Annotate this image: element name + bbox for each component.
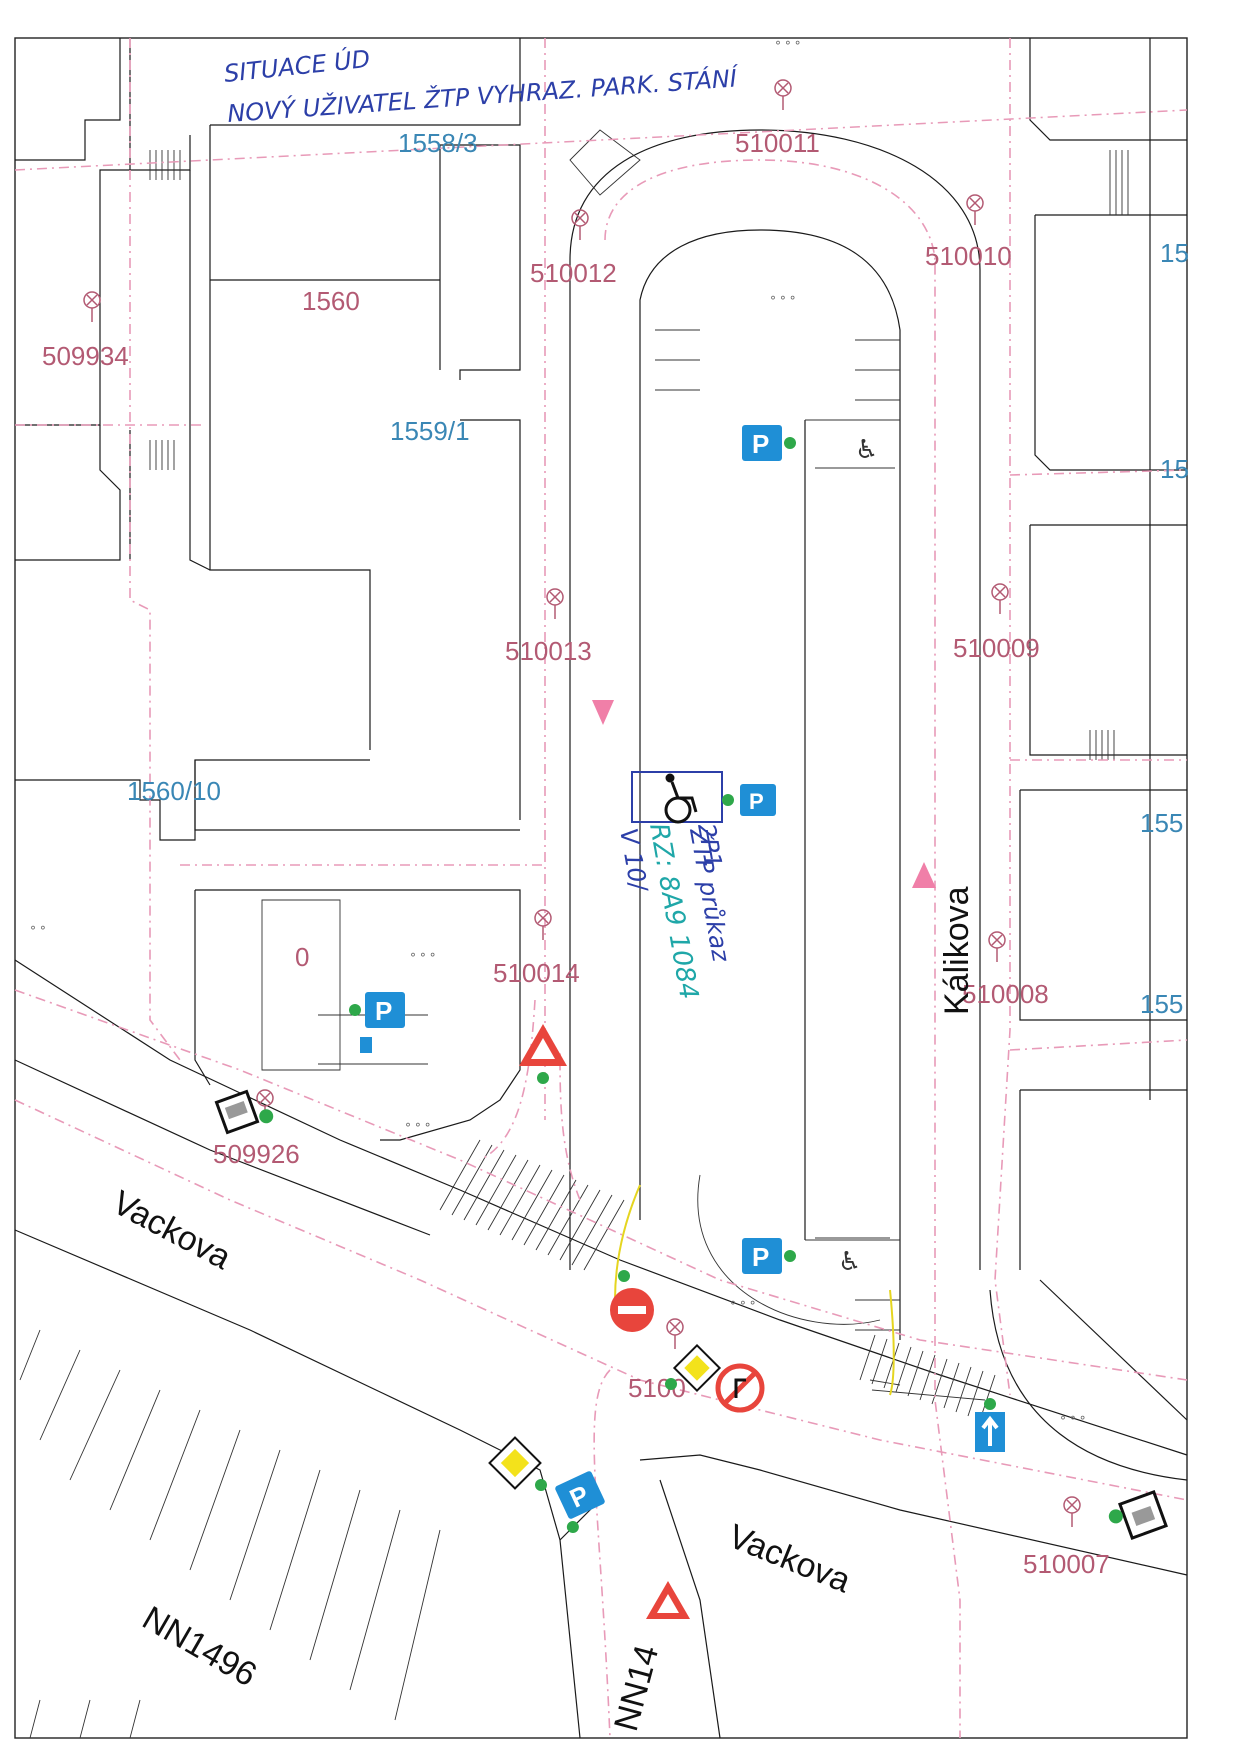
point-label-510008: 510008 — [962, 979, 1049, 1009]
point-label-510011: 510011 — [735, 128, 820, 158]
parking-sign-icon: P — [742, 425, 796, 461]
svg-text:P: P — [375, 996, 392, 1026]
parcel-label-0: 0 — [295, 942, 309, 972]
parking-sign-icon: P — [742, 1238, 796, 1274]
parcel-label-1558-3: 1558/3 — [398, 128, 478, 158]
street-label-vackova-1: Vackova — [106, 1184, 237, 1278]
no-entry-sign-icon — [610, 1270, 654, 1332]
parking-bay-line — [815, 467, 895, 1239]
svg-text:° ° °: ° ° ° — [410, 951, 436, 965]
parcel-label-155-b: 155 — [1140, 989, 1183, 1019]
parcel-label-1560-10: 1560/10 — [127, 776, 221, 806]
parcel-label-155-a: 155 — [1140, 808, 1183, 838]
street-label-nn1496-a: NN1496 — [136, 1599, 263, 1694]
svg-text:° ° °: ° ° ° — [730, 1299, 756, 1313]
crosswalk-vackova — [439, 1139, 625, 1271]
parking-sign-icon: P — [722, 784, 776, 816]
point-label-510010: 510010 — [925, 241, 1012, 271]
point-label-510009: 510009 — [953, 633, 1040, 663]
priority-road-sign-icon — [665, 1343, 722, 1393]
accessibility-marking-icon: ♿ — [838, 1247, 861, 1277]
zone-sign-icon — [1108, 1490, 1168, 1540]
svg-text:P: P — [752, 1242, 769, 1272]
svg-text:° ° °: ° ° ° — [775, 39, 801, 53]
point-label-510012: 510012 — [530, 258, 617, 288]
survey-point-markers — [83, 79, 1081, 1527]
point-label-509934: 509934 — [42, 341, 129, 371]
parcel-label-15-a: 15 — [1160, 238, 1189, 268]
accessibility-marking-icon: ♿ — [855, 435, 878, 465]
one-way-sign-icon — [975, 1398, 1005, 1452]
point-label-509926: 509926 — [213, 1139, 300, 1169]
priority-road-sign-icon — [488, 1436, 547, 1491]
point-label-510007: 510007 — [1023, 1549, 1110, 1579]
point-label-510013: 510013 — [505, 636, 592, 666]
wheelchair-icon — [664, 773, 698, 824]
arrow-up-icon — [912, 862, 936, 888]
street-label-kalikova: Kálikova — [938, 886, 976, 1015]
small-wheelchair-icon — [360, 1037, 372, 1053]
no-turn-sign-icon — [715, 1363, 765, 1413]
parking-sign-icon: P — [555, 1471, 605, 1534]
map-small-symbols: ° ° ° ° ° ° ° ° ° ° ° ° ° ° ° ° ° ° ° ° — [30, 39, 1086, 1428]
svg-text:° °: ° ° — [30, 924, 46, 938]
parking-sign-icon: P — [349, 992, 405, 1028]
map-frame — [14, 37, 1188, 1739]
point-label-510006: 5100 — [628, 1373, 686, 1403]
pink-boundaries — [14, 38, 1188, 1739]
street-label-vackova-2: Vackova — [723, 1517, 856, 1600]
reserved-parking-box — [631, 771, 723, 824]
svg-text:° ° °: ° ° ° — [405, 1121, 431, 1135]
yield-sign-icon — [519, 1024, 567, 1084]
svg-text:P: P — [752, 429, 769, 459]
crosswalk-kalikova — [859, 1334, 996, 1421]
street-label-nn1496-b: NN14 — [607, 1641, 666, 1735]
parcel-label-15-b: 15 — [1160, 454, 1189, 484]
zone-sign-icon — [214, 1089, 274, 1135]
point-label-510014: 510014 — [493, 958, 580, 988]
parcel-boundaries — [14, 38, 1188, 1739]
handwritten-title-line-1: SITUACE ÚD — [222, 43, 371, 88]
svg-text:P: P — [749, 789, 764, 814]
svg-text:° ° °: ° ° ° — [1060, 1414, 1086, 1428]
yellow-curb-left — [614, 1184, 641, 1301]
yellow-curb-right — [889, 1289, 895, 1396]
arrow-down-icon — [592, 700, 614, 725]
parcel-label-1560: 1560 — [302, 286, 360, 316]
svg-text:° ° °: ° ° ° — [770, 294, 796, 308]
yield-sign-icon — [646, 1581, 690, 1619]
parcel-label-1559-1: 1559/1 — [390, 416, 470, 446]
